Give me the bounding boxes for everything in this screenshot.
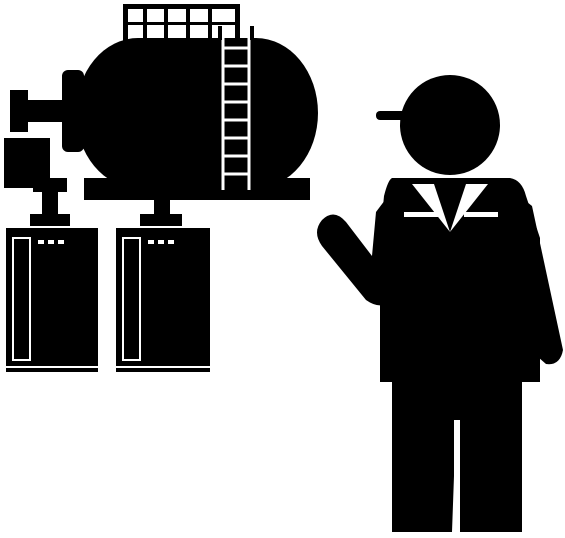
worker-raised-arm (317, 200, 396, 306)
worker-lower-arm (510, 190, 563, 365)
leg-gap (454, 420, 460, 538)
tank-ladder-icon (221, 30, 251, 190)
tank-body (76, 38, 318, 188)
tank-feet (84, 190, 310, 200)
tank-end-cap (62, 70, 84, 152)
tank-railing-icon (123, 4, 240, 44)
ladder-overhang (218, 26, 254, 40)
worker-torso (380, 178, 540, 382)
cap-visor (376, 111, 422, 120)
worker-legs (392, 374, 522, 532)
uniform-details (404, 184, 498, 232)
valve-block (10, 90, 28, 132)
worker-head (400, 75, 500, 175)
worker-figure-icon (317, 75, 563, 532)
tank-base (84, 178, 310, 190)
storage-tank-icon (4, 4, 318, 200)
pump-unit-icon (6, 178, 98, 372)
valve-pipe (24, 100, 64, 122)
pump-unit-icon (116, 178, 210, 372)
